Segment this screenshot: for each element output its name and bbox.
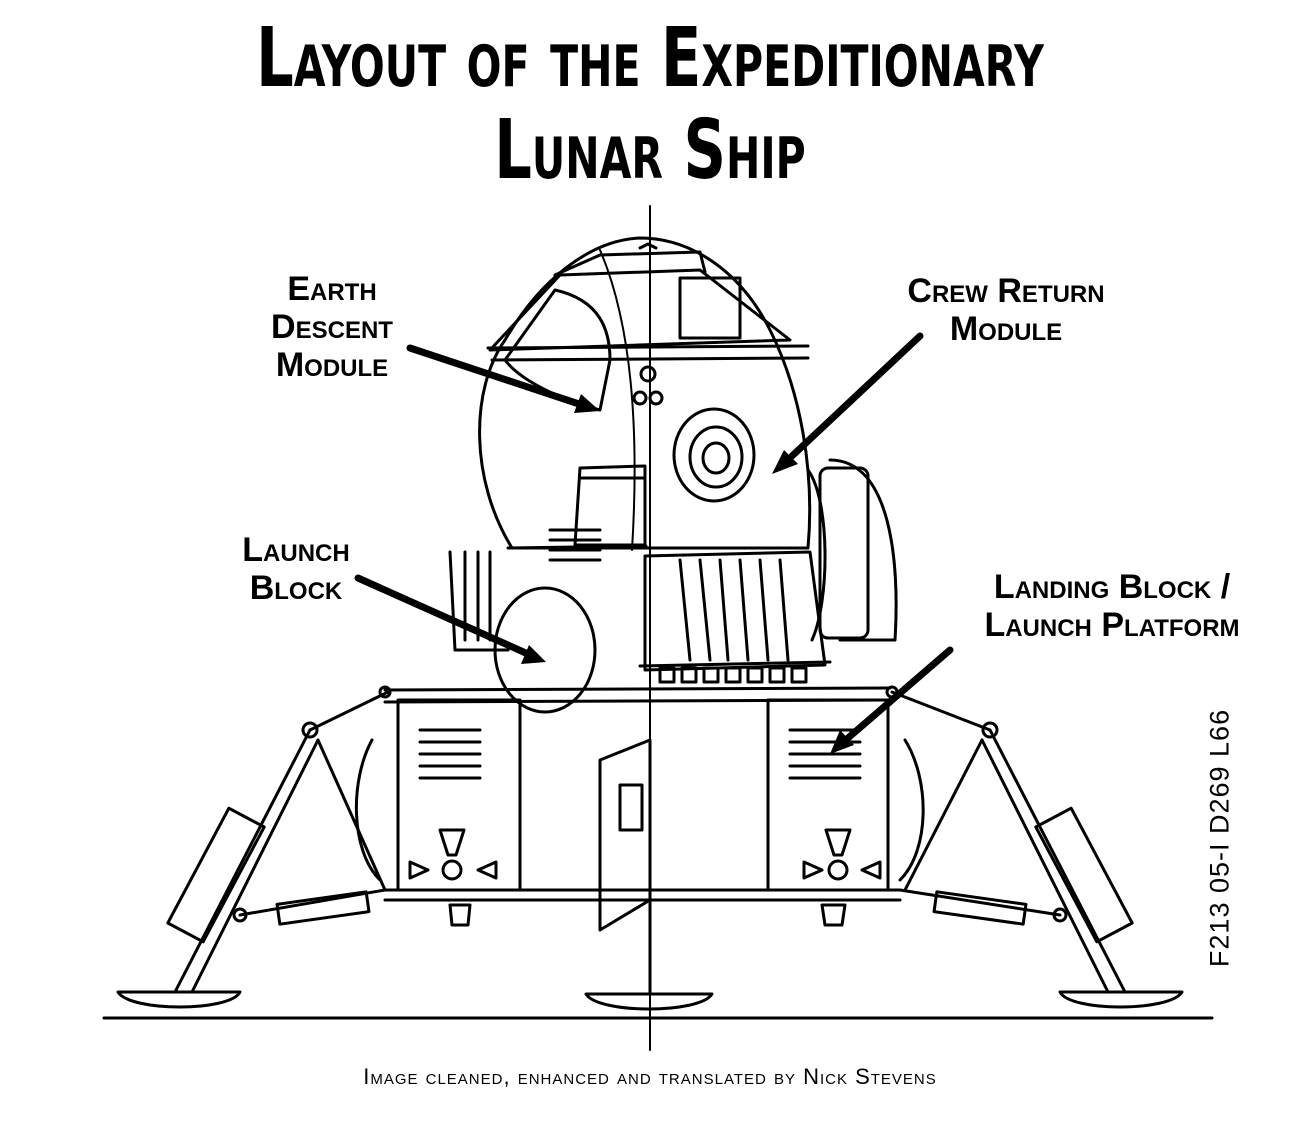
- hatch-window: [672, 407, 756, 503]
- label-launch-block-line-2: Block: [249, 569, 343, 607]
- label-earth-descent-line-1: Earth: [287, 270, 377, 308]
- label-earth-descent-module: Earth Descent Module: [262, 270, 402, 384]
- image-credit: Image cleaned, enhanced and translated b…: [363, 1064, 937, 1089]
- document-code: F213 05-I D269 L66: [1204, 708, 1235, 968]
- label-earth-descent-line-3: Module: [275, 346, 389, 384]
- label-launch-block-line-1: Launch: [242, 531, 350, 569]
- arrow-launch-block: [354, 574, 532, 658]
- label-crew-return-line-1: Crew Return: [907, 272, 1105, 310]
- arrow-earth-descent: [406, 344, 586, 409]
- diagram-title-line-1: Layout of the Expeditionary: [256, 11, 1044, 106]
- label-earth-descent-line-2: Descent: [271, 308, 393, 346]
- callout-arrows: [354, 332, 954, 742]
- landing-legs: [116, 685, 1184, 1011]
- side-tank: [806, 458, 898, 642]
- callout-arrowheads: [521, 394, 854, 754]
- label-crew-return-module: Crew Return Module: [888, 272, 1124, 348]
- landing-platform: [354, 686, 925, 932]
- diagram-title-line-2: Lunar Ship: [494, 103, 806, 198]
- label-landing-block-line-2: Launch Platform: [984, 606, 1240, 644]
- label-crew-return-line-2: Module: [949, 310, 1063, 348]
- label-landing-block: Landing Block / Launch Platform: [962, 568, 1262, 644]
- crew-return-capsule: [478, 236, 812, 551]
- label-landing-block-line-1: Landing Block /: [993, 568, 1231, 606]
- arrow-landing-block: [844, 646, 954, 742]
- arrow-crew-return: [788, 332, 924, 460]
- launch-block-structure: [448, 464, 832, 714]
- label-launch-block: Launch Block: [226, 531, 366, 607]
